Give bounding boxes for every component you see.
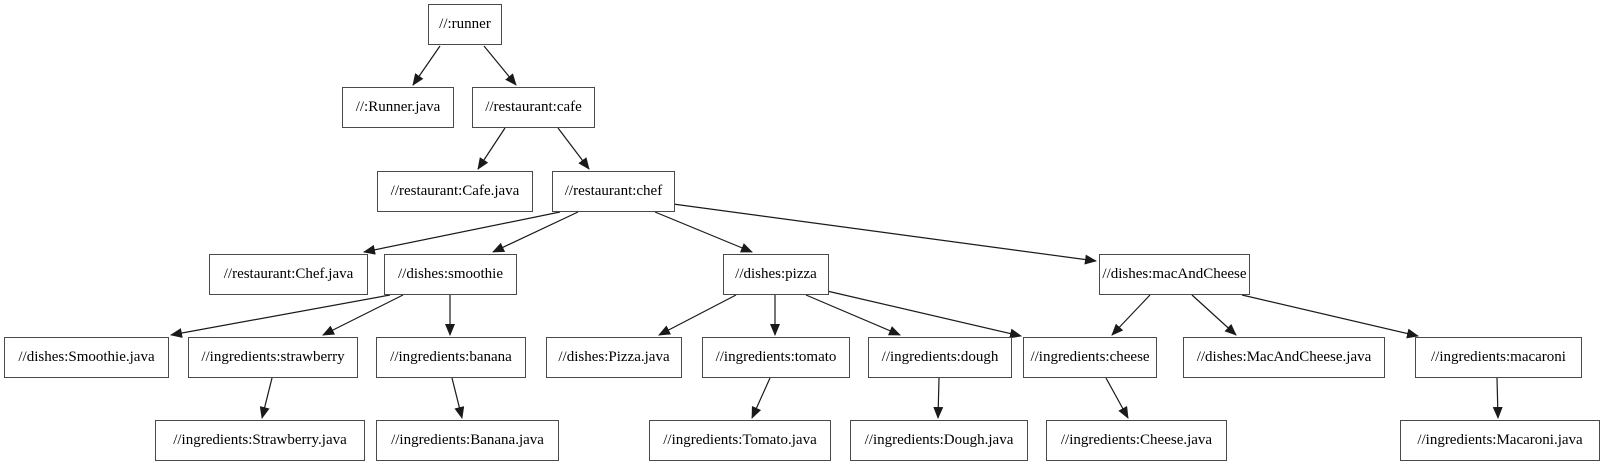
edge-mac-and-cheese-to-macaroni — [1241, 294, 1419, 339]
node-pizza-java: //dishes:Pizza.java — [546, 337, 682, 378]
node-chef: //restaurant:chef — [552, 171, 675, 212]
edge-mac-and-cheese-to-cheese — [1111, 294, 1151, 336]
edge-cheese-to-cheese-java — [1105, 377, 1129, 419]
edge-macaroni-to-macaroni-java — [1492, 377, 1503, 419]
node-dough: //ingredients:dough — [868, 337, 1012, 378]
edge-pizza-to-pizza-java — [658, 294, 737, 336]
edge-runner-to-runner-java — [412, 45, 441, 86]
node-dough-java: //ingredients:Dough.java — [850, 420, 1028, 461]
node-smoothie: //dishes:smoothie — [384, 254, 517, 295]
edge-chef-to-mac-and-cheese — [672, 203, 1097, 265]
node-macaroni: //ingredients:macaroni — [1415, 337, 1582, 378]
edge-chef-to-pizza — [654, 211, 753, 253]
node-chef-java: //restaurant:Chef.java — [209, 254, 368, 295]
node-mac-and-cheese: //dishes:macAndCheese — [1099, 254, 1250, 295]
node-runner: //:runner — [428, 4, 502, 45]
edge-chef-to-smoothie — [492, 211, 579, 253]
edge-pizza-to-dough — [805, 294, 901, 336]
edge-mac-and-cheese-to-mac-java — [1191, 294, 1237, 336]
node-smoothie-java: //dishes:Smoothie.java — [4, 337, 169, 378]
edge-smoothie-to-smoothie-java — [170, 294, 391, 338]
edge-tomato-to-tomato-java — [751, 377, 771, 419]
node-tomato-java: //ingredients:Tomato.java — [649, 420, 831, 461]
edge-cafe-to-cafe-java — [477, 127, 506, 170]
node-strawberry-java: //ingredients:Strawberry.java — [155, 420, 365, 461]
node-cheese: //ingredients:cheese — [1023, 337, 1157, 378]
node-cafe: //restaurant:cafe — [472, 87, 595, 128]
edge-smoothie-to-strawberry — [322, 294, 404, 336]
node-tomato: //ingredients:tomato — [702, 337, 850, 378]
node-macaroni-java: //ingredients:Macaroni.java — [1400, 420, 1600, 461]
edge-runner-to-cafe — [483, 45, 517, 86]
edge-banana-to-banana-java — [451, 377, 465, 419]
edge-pizza-to-cheese — [826, 290, 1022, 339]
edge-strawberry-to-strawberry-java — [259, 377, 273, 419]
node-runner-java: //:Runner.java — [342, 87, 454, 128]
node-strawberry: //ingredients:strawberry — [188, 337, 358, 378]
edge-cafe-to-chef — [557, 127, 590, 170]
node-cafe-java: //restaurant:Cafe.java — [377, 171, 533, 212]
node-mac-and-cheese-java: //dishes:MacAndCheese.java — [1183, 337, 1385, 378]
node-banana: //ingredients:banana — [376, 337, 526, 378]
node-cheese-java: //ingredients:Cheese.java — [1046, 420, 1227, 461]
edge-chef-to-chef-java — [363, 211, 561, 255]
edge-dough-to-dough-java — [933, 377, 944, 419]
node-pizza: //dishes:pizza — [723, 254, 829, 295]
node-banana-java: //ingredients:Banana.java — [376, 420, 559, 461]
